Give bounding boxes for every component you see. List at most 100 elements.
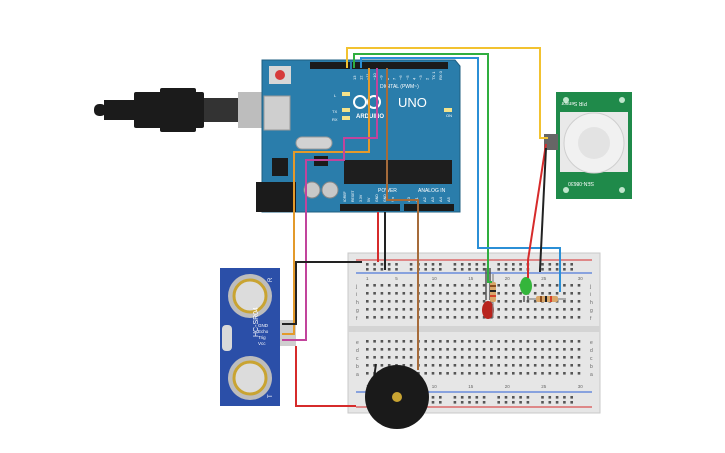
breadboard-hole (468, 364, 471, 367)
breadboard-hole (512, 292, 515, 295)
digital-pin-label: TX 1 (431, 71, 436, 80)
analog-pin-label: A4 (438, 196, 443, 202)
breadboard-hole (563, 292, 566, 295)
breadboard-hole (497, 284, 500, 287)
breadboard-row-label: i (356, 292, 357, 298)
breadboard-hole (424, 356, 427, 359)
breadboard-hole (439, 348, 442, 351)
power-pin-label: 3.3V (359, 194, 363, 202)
breadboard-col-label: 25 (541, 384, 547, 389)
breadboard-hole (548, 364, 552, 367)
breadboard-hole (519, 292, 522, 295)
breadboard-col-label: 10 (432, 276, 438, 281)
breadboard-hole (402, 340, 406, 343)
breadboard-hole (563, 268, 566, 271)
breadboard-hole (533, 292, 537, 295)
breadboard-hole (482, 356, 486, 359)
breadboard-hole (366, 356, 369, 359)
breadboard-hole (395, 268, 398, 271)
wires (282, 47, 561, 407)
breadboard-hole (409, 292, 413, 295)
breadboard-hole (402, 348, 406, 351)
digital-pin-label: ~10 (372, 72, 377, 80)
breadboard-hole (475, 401, 479, 404)
breadboard-hole (366, 372, 369, 375)
breadboard-row-label: c (356, 356, 359, 362)
breadboard-hole (475, 284, 479, 287)
breadboard-hole (475, 316, 479, 319)
breadboard-hole (512, 300, 515, 303)
breadboard-hole (541, 340, 544, 343)
breadboard-hole (555, 372, 559, 375)
breadboard-hole (577, 340, 581, 343)
breadboard-hole (424, 292, 427, 295)
breadboard-hole (453, 396, 457, 399)
breadboard-hole (431, 396, 435, 399)
digital-pin-label: 12 (359, 75, 364, 80)
breadboard-hole (504, 348, 508, 351)
breadboard-hole (533, 300, 537, 303)
breadboard-hole (402, 364, 406, 367)
breadboard-hole (431, 292, 435, 295)
breadboard-row-label: g (356, 308, 359, 314)
breadboard-hole (482, 372, 486, 375)
breadboard-hole (453, 308, 457, 311)
breadboard-hole (373, 316, 376, 319)
breadboard-hole (446, 348, 449, 351)
breadboard-hole (497, 308, 500, 311)
breadboard-hole (512, 308, 515, 311)
breadboard-row-label: b (590, 364, 593, 370)
breadboard-hole (519, 268, 522, 271)
breadboard-hole (453, 372, 457, 375)
breadboard-hole (490, 340, 493, 343)
breadboard-hole (366, 316, 369, 319)
breadboard-hole (541, 396, 544, 399)
breadboard-hole (446, 308, 449, 311)
breadboard-hole (395, 284, 398, 287)
breadboard-hole (526, 308, 530, 311)
breadboard-row-label: b (356, 364, 359, 370)
breadboard-hole (533, 356, 537, 359)
breadboard-hole (490, 372, 493, 375)
breadboard-hole (512, 356, 515, 359)
power-pin-label: RESET (351, 189, 355, 202)
breadboard-row-label: e (356, 340, 359, 346)
breadboard-hole (431, 316, 435, 319)
breadboard-hole (387, 263, 391, 266)
digital-pin-label: 2 (425, 77, 430, 80)
breadboard-hole (548, 292, 552, 295)
breadboard-hole (475, 263, 479, 266)
breadboard-hole (366, 268, 369, 271)
breadboard-hole (468, 340, 471, 343)
breadboard-hole (548, 372, 552, 375)
breadboard-hole (482, 396, 486, 399)
breadboard-hole (468, 396, 471, 399)
breadboard-hole (563, 364, 566, 367)
breadboard-hole (409, 284, 413, 287)
breadboard-hole (482, 401, 486, 404)
breadboard-row-label: a (590, 372, 593, 378)
breadboard-hole (446, 284, 449, 287)
breadboard-hole (519, 372, 522, 375)
breadboard-hole (373, 263, 376, 266)
breadboard-hole (563, 340, 566, 343)
breadboard-hole (526, 372, 530, 375)
breadboard-hole (366, 300, 369, 303)
breadboard-hole (490, 364, 493, 367)
breadboard-hole (409, 263, 413, 266)
breadboard-hole (409, 348, 413, 351)
breadboard-hole (431, 268, 435, 271)
ultrasonic-pin-label: GND (258, 323, 269, 328)
breadboard-col-label: 20 (505, 276, 511, 281)
breadboard-hole (387, 284, 391, 287)
breadboard-col-label: 5 (395, 276, 398, 281)
breadboard-hole (380, 356, 384, 359)
breadboard-hole (497, 300, 500, 303)
breadboard-col-label: 1 (366, 276, 369, 281)
breadboard-hole (468, 316, 471, 319)
breadboard-hole (570, 268, 573, 271)
breadboard-col-label: 10 (432, 384, 438, 389)
breadboard-hole (504, 364, 508, 367)
